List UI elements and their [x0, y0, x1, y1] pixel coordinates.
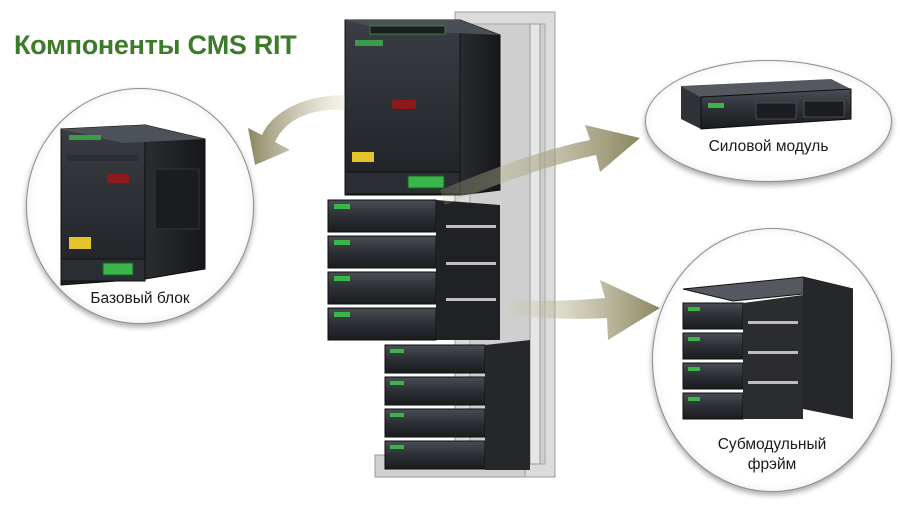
- submodule-frame-label-line2: фрэйм: [747, 456, 797, 473]
- power-module-image: [681, 79, 852, 130]
- submodule-frame-label: Субмодульный фрэйм: [653, 435, 891, 475]
- rack-lower-modules: [384, 340, 530, 470]
- arrow-to-base-unit: [248, 95, 345, 165]
- arrow-to-submodule-frame: [510, 280, 660, 340]
- central-rack: [327, 11, 556, 478]
- base-unit-image: [60, 124, 206, 286]
- power-module-bubble: Силовой модуль: [645, 60, 892, 182]
- submodule-frame-label-line1: Субмодульный: [717, 436, 827, 453]
- page-title: Компоненты CMS RIT: [14, 30, 297, 60]
- power-module-label: Силовой модуль: [708, 138, 829, 155]
- base-unit-label: Базовый блок: [90, 290, 190, 307]
- submodule-frame-bubble: Субмодульный фрэйм: [652, 228, 892, 492]
- base-unit-bubble: Базовый блок: [26, 88, 254, 324]
- arrow-to-power-module: [440, 125, 640, 205]
- rack-power-modules: [327, 199, 500, 341]
- submodule-frame-image: [682, 276, 854, 420]
